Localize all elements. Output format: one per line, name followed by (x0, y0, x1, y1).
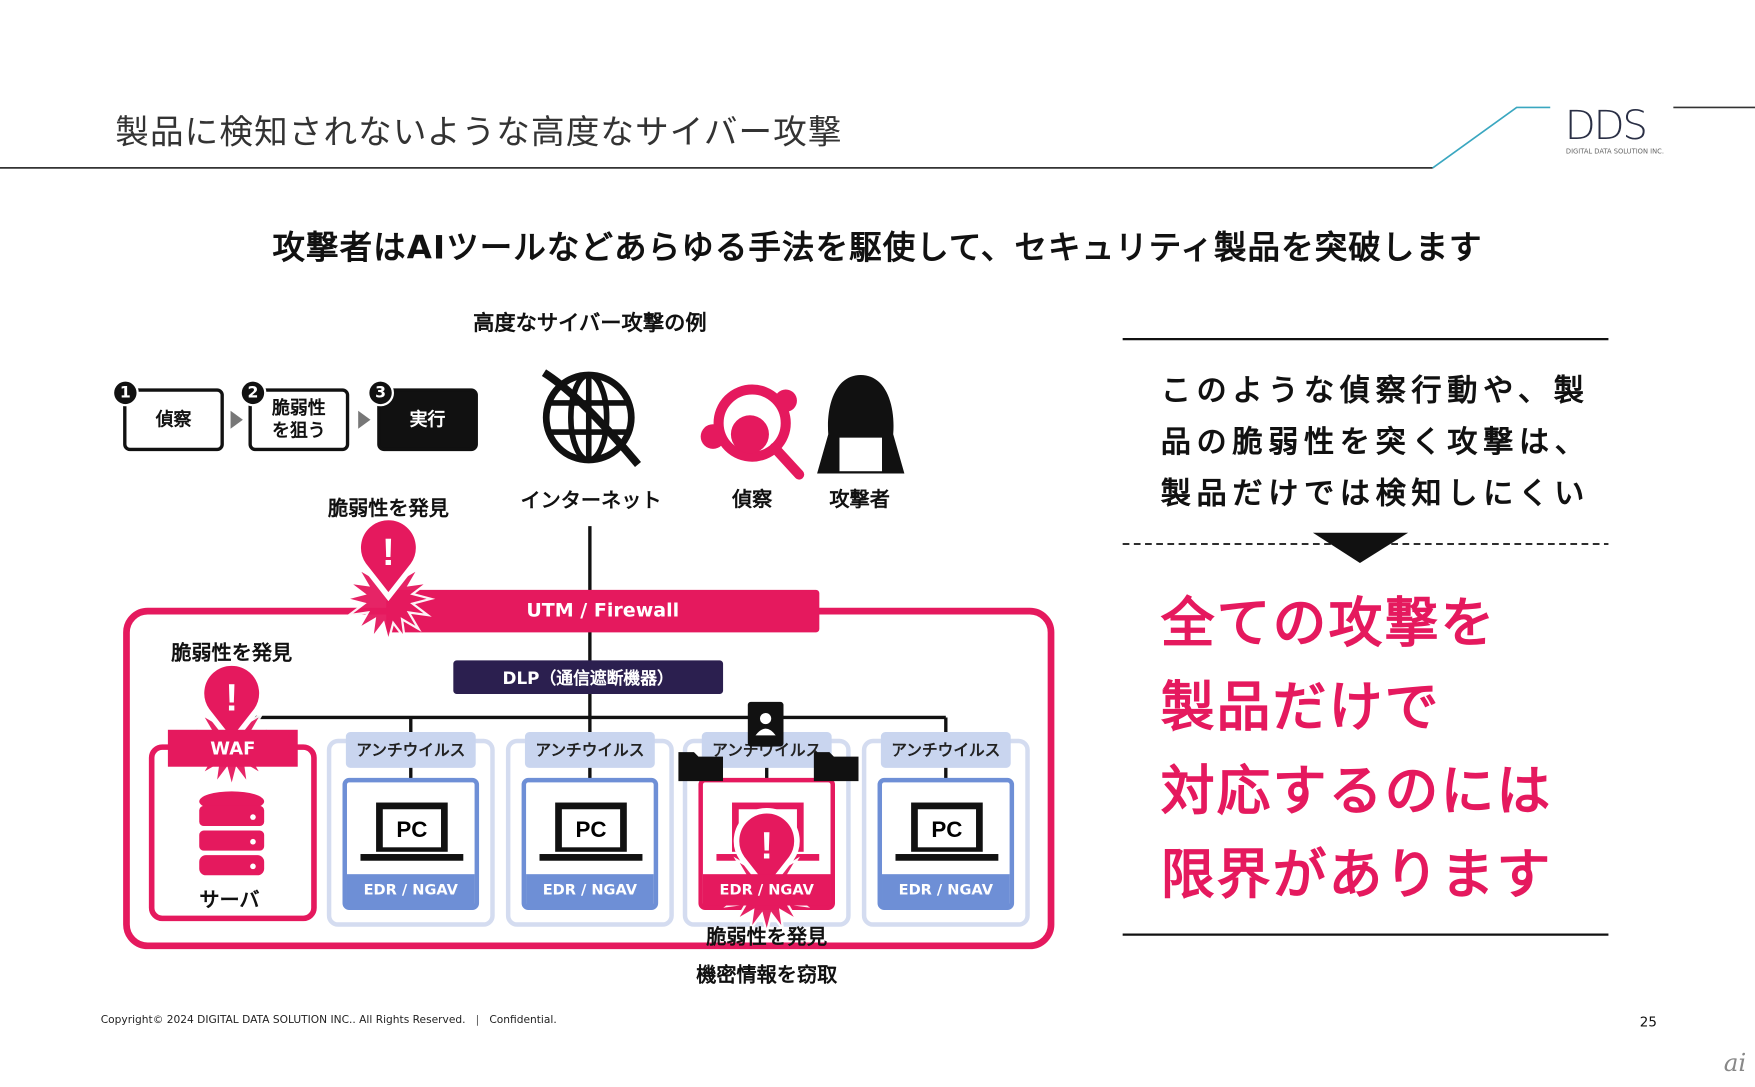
database-icon (199, 791, 265, 876)
emphasis-line: 全ての攻撃を (1160, 592, 1497, 655)
step-target: 脆弱性 を狙う (248, 388, 350, 452)
person-document-icon (747, 701, 784, 747)
panel-line: 製品だけでは検知しにくい (1160, 476, 1590, 512)
antivirus-label: アンチウイルス (524, 732, 655, 768)
footer-divider: | (475, 1014, 480, 1027)
step-number: 3 (367, 379, 394, 407)
vuln-found-label: 脆弱性を発見 (706, 925, 828, 950)
confidential: Confidential. (489, 1014, 557, 1027)
alert-pin-icon: ! (184, 660, 279, 792)
recon-label: 偵察 (732, 488, 773, 512)
step-number: 2 (239, 379, 267, 407)
attacker-label: 攻撃者 (829, 488, 890, 512)
step-label: 脆弱性 を狙う (271, 397, 326, 442)
header-rule (0, 106, 1755, 169)
panel-rules (1122, 338, 1609, 936)
pc-label: PC (931, 817, 962, 842)
logo: DDS (1564, 102, 1648, 149)
alert-mark: ! (760, 826, 773, 868)
edr-box: PC EDR / NGAV (342, 777, 480, 910)
globe-icon (541, 369, 642, 468)
alert-mark: ! (225, 678, 238, 720)
panel-emphasis: 全ての攻撃を 製品だけで 対応するのには 限界があります (1161, 582, 1553, 918)
laptop-icon: PC (895, 802, 999, 861)
page-title: 製品に検知されないような高度なサイバー攻撃 (115, 113, 843, 153)
data-theft-label: 機密情報を窃取 (696, 963, 838, 988)
arrow-icon (358, 410, 371, 429)
server-box (148, 744, 317, 922)
virus-magnifier-icon (700, 384, 805, 480)
folder-icon (813, 752, 859, 782)
step-recon: 偵察 (123, 388, 224, 452)
edr-box: PC EDR / NGAV (877, 777, 1015, 910)
alert-pin-icon: ! (341, 514, 436, 646)
panel-line: このような偵察行動や、製 (1160, 373, 1590, 409)
footer: Copyright© 2024 DIGITAL DATA SOLUTION IN… (101, 1014, 557, 1026)
edr-label: EDR / NGAV (882, 874, 1010, 906)
diagram-heading: 高度なサイバー攻撃の例 (473, 311, 707, 336)
antivirus-label: アンチウイルス (880, 732, 1011, 768)
logo-subtext: DIGITAL DATA SOLUTION INC. (1565, 147, 1664, 156)
pc-label: PC (396, 817, 427, 842)
alert-mark: ! (382, 532, 395, 574)
emphasis-line: 製品だけで (1160, 676, 1441, 739)
down-triangle-icon (1312, 532, 1409, 564)
step-execute: 実行 (377, 388, 478, 452)
waf-label: WAF (167, 729, 298, 767)
emphasis-line: 対応するのには (1160, 760, 1553, 823)
server-label: サーバ (199, 888, 260, 913)
step-label: 実行 (409, 408, 446, 430)
panel-line: 品の脆弱性を突く攻撃は、 (1160, 425, 1591, 461)
edr-label: EDR / NGAV (526, 874, 654, 906)
internet-label: インターネット (520, 489, 662, 513)
utm-firewall: UTM / Firewall (386, 589, 820, 633)
copyright: Copyright© 2024 DIGITAL DATA SOLUTION IN… (100, 1014, 466, 1027)
step-number: 1 (111, 379, 139, 407)
antivirus-label: アンチウイルス (345, 732, 476, 768)
page-number: 25 (1639, 1014, 1657, 1030)
vuln-found-label: 脆弱性を発見 (327, 496, 449, 521)
edr-box: PC EDR / NGAV (521, 777, 659, 910)
watermark: ai (1723, 1049, 1747, 1078)
pc-label: PC (575, 817, 606, 842)
folder-icon (678, 752, 724, 782)
edr-label: EDR / NGAV (346, 874, 475, 906)
vuln-found-label: 脆弱性を発見 (171, 641, 293, 665)
hacker-icon (817, 374, 905, 474)
arrow-icon (230, 410, 243, 429)
emphasis-line: 限界があります (1160, 843, 1553, 907)
laptop-icon: PC (360, 802, 464, 861)
step-label: 偵察 (155, 408, 192, 430)
subtitle: 攻撃者はAIツールなどあらゆる手法を駆使して、セキュリティ製品を突破します (272, 228, 1483, 267)
panel-text: このような偵察行動や、製 品の脆弱性を突く攻撃は、 製品だけでは検知しにくい (1161, 366, 1591, 520)
dlp-device: DLP（通信遮断機器） (453, 660, 724, 694)
edr-label: EDR / NGAV (702, 874, 831, 906)
laptop-icon: PC (539, 802, 643, 861)
